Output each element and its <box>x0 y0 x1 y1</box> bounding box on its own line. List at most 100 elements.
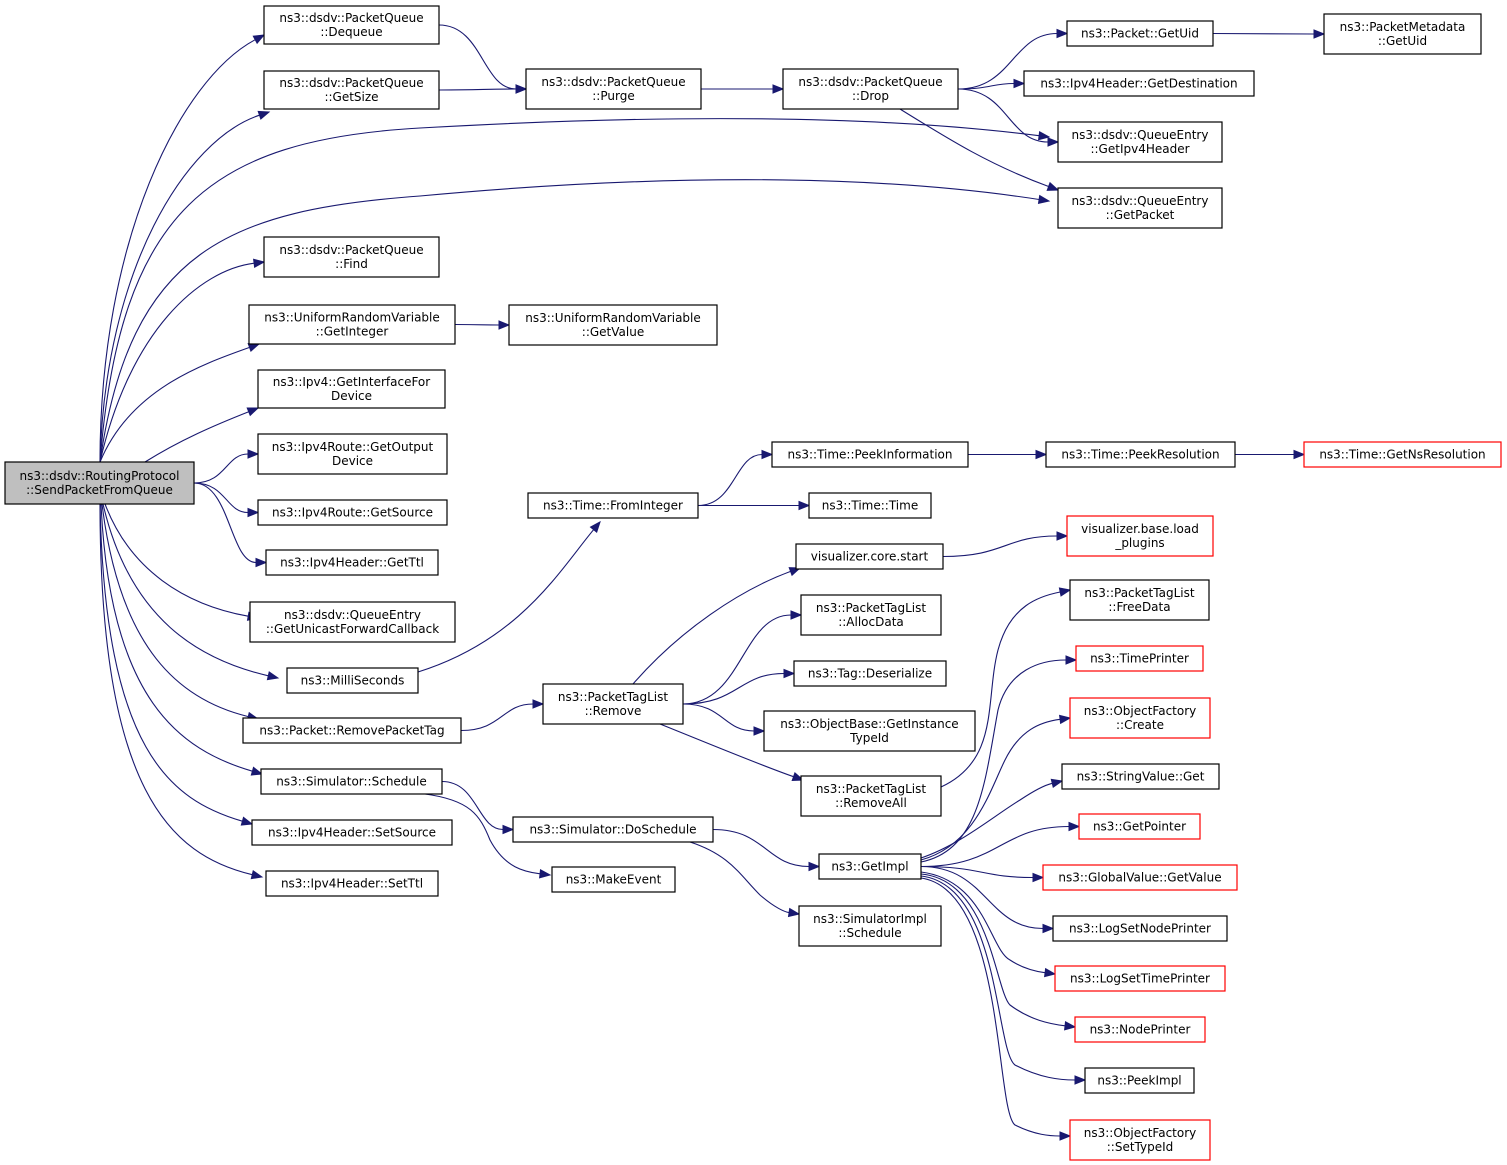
edge-drop-to-packet_getuid <box>957 28 1069 90</box>
node-metadata-getuid[interactable]: ns3::PacketMetadata::GetUid <box>1323 13 1482 55</box>
arrow-head-icon <box>1059 714 1072 725</box>
arrow-head-icon <box>253 258 266 268</box>
node-removeall[interactable]: ns3::PacketTagList::RemoveAll <box>800 775 942 817</box>
node-schedule[interactable]: ns3::Simulator::Schedule <box>260 768 443 795</box>
node-deserialize[interactable]: ns3::Tag::Deserialize <box>793 660 947 687</box>
edge-root-to-getipv4header <box>99 118 1051 463</box>
node-milliseconds[interactable]: ns3::MilliSeconds <box>286 667 419 694</box>
node-peekimpl[interactable]: ns3::PeekImpl <box>1084 1067 1195 1094</box>
edge-getimpl-to-stringvalue_get <box>920 778 1064 859</box>
node-getnsresolution[interactable]: ns3::Time::GetNsResolution <box>1303 441 1502 468</box>
edge-line <box>193 482 249 514</box>
node-label-line: ns3::GetImpl <box>831 860 908 874</box>
edge-getsize-to-purge <box>438 84 528 94</box>
node-simimpl-schedule[interactable]: ns3::SimulatorImpl::Schedule <box>798 905 942 947</box>
node-factory-create[interactable]: ns3::ObjectFactory::Create <box>1069 697 1211 739</box>
node-time[interactable]: ns3::Time::Time <box>808 492 932 519</box>
node-box <box>1303 441 1502 468</box>
node-peekinformation[interactable]: ns3::Time::PeekInformation <box>771 441 969 468</box>
edge-getimpl-to-settypeid <box>920 877 1072 1141</box>
edge-packet_getuid-to-metadata_getuid <box>1212 29 1326 39</box>
node-setsource[interactable]: ns3::Ipv4Header::SetSource <box>251 819 453 846</box>
node-label-line: ns3::GetPointer <box>1093 820 1186 834</box>
node-box <box>1069 697 1211 739</box>
arrow-head-icon <box>1056 531 1069 541</box>
node-box <box>1074 1016 1206 1043</box>
edge-line <box>920 718 1061 861</box>
node-find[interactable]: ns3::dsdv::PacketQueue::Find <box>263 236 440 278</box>
arrow-head-icon <box>257 110 271 120</box>
node-logsettimeprinter[interactable]: ns3::LogSetTimePrinter <box>1054 965 1226 992</box>
node-timeprinter[interactable]: ns3::TimePrinter <box>1075 645 1204 672</box>
arrow-head-icon <box>250 766 264 776</box>
node-getvalue-urv[interactable]: ns3::UniformRandomVariable::GetValue <box>508 304 718 346</box>
node-globalvalue-getvalue[interactable]: ns3::GlobalValue::GetValue <box>1042 864 1238 891</box>
node-getpointer[interactable]: ns3::GetPointer <box>1078 813 1201 840</box>
node-getinteger[interactable]: ns3::UniformRandomVariable::GetInteger <box>248 304 456 345</box>
node-dequeue[interactable]: ns3::dsdv::PacketQueue::Dequeue <box>263 5 440 45</box>
node-freedata[interactable]: ns3::PacketTagList::FreeData <box>1069 579 1210 621</box>
node-ptl-remove[interactable]: ns3::PacketTagList::Remove <box>542 683 684 725</box>
node-getsource[interactable]: ns3::Ipv4Route::GetSource <box>257 499 448 526</box>
node-box <box>1069 1119 1211 1161</box>
node-getttl[interactable]: ns3::Ipv4Header::GetTtl <box>265 549 439 576</box>
node-loadplugins[interactable]: visualizer.base.load_plugins <box>1066 515 1214 557</box>
edge-line <box>438 88 517 91</box>
arrow-head-icon <box>1037 194 1051 205</box>
node-makeevent[interactable]: ns3::MakeEvent <box>551 866 676 893</box>
arrow-head-icon <box>783 668 796 679</box>
node-label-line: ::FreeData <box>1108 600 1170 614</box>
node-peekresolution[interactable]: ns3::Time::PeekResolution <box>1045 441 1236 468</box>
node-root[interactable]: ns3::dsdv::RoutingProtocol::SendPacketFr… <box>4 461 195 505</box>
edge-line <box>438 24 517 90</box>
node-stringvalue-get[interactable]: ns3::StringValue::Get <box>1061 763 1220 790</box>
node-getunicastforwardcallback[interactable]: ns3::dsdv::QueueEntry::GetUnicastForward… <box>249 601 456 643</box>
node-packet-getuid[interactable]: ns3::Packet::GetUid <box>1066 20 1214 47</box>
edge-drop-to-getpacket <box>899 108 1060 191</box>
node-getdestination[interactable]: ns3::Ipv4Header::GetDestination <box>1023 70 1255 97</box>
arrow-head-icon <box>1313 29 1326 39</box>
node-box <box>1054 965 1226 992</box>
node-frominteger[interactable]: ns3::Time::FromInteger <box>527 492 699 519</box>
arrow-head-icon <box>498 320 511 330</box>
node-purge[interactable]: ns3::dsdv::PacketQueue::Purge <box>525 68 702 110</box>
node-label-line: Device <box>332 454 373 468</box>
node-drop[interactable]: ns3::dsdv::PacketQueue::Drop <box>782 68 959 110</box>
node-removepackettag[interactable]: ns3::Packet::RemovePacketTag <box>242 717 462 744</box>
node-label-line: ::SendPacketFromQueue <box>26 483 173 497</box>
node-setttl[interactable]: ns3::Ipv4Header::SetTtl <box>265 870 439 897</box>
node-label-line: ns3::GlobalValue::GetValue <box>1058 871 1221 885</box>
edge-milliseconds-to-frominteger <box>417 520 601 673</box>
node-label-line: ns3::PacketMetadata <box>1340 20 1466 34</box>
node-getpacket[interactable]: ns3::dsdv::QueueEntry::GetPacket <box>1057 187 1223 229</box>
node-settypeid[interactable]: ns3::ObjectFactory::SetTypeId <box>1069 1119 1211 1161</box>
arrow-head-icon <box>1047 137 1060 147</box>
node-box <box>793 660 947 687</box>
arrow-head-icon <box>247 507 260 518</box>
edge-line <box>682 672 785 705</box>
arrow-head-icon <box>772 84 785 94</box>
node-getimpl[interactable]: ns3::GetImpl <box>818 853 922 880</box>
node-nodeprinter[interactable]: ns3::NodePrinter <box>1074 1016 1206 1043</box>
node-corestart[interactable]: visualizer.core.start <box>795 543 944 570</box>
node-label-line: ns3::Ipv4Header::SetSource <box>268 826 436 840</box>
edge-line <box>460 703 534 732</box>
node-allocdata[interactable]: ns3::PacketTagList::AllocData <box>800 594 942 636</box>
arrow-head-icon <box>1068 821 1081 832</box>
node-getipv4header[interactable]: ns3::dsdv::QueueEntry::GetIpv4Header <box>1057 121 1223 163</box>
edge-line <box>697 453 763 507</box>
node-getsize[interactable]: ns3::dsdv::PacketQueue::GetSize <box>263 70 440 110</box>
edge-purge-to-drop <box>701 84 785 94</box>
node-doschedule[interactable]: ns3::Simulator::DoSchedule <box>512 816 714 843</box>
node-label-line: ::AllocData <box>838 615 904 629</box>
node-label-line: ns3::ObjectFactory <box>1084 704 1197 718</box>
node-box <box>551 866 676 893</box>
node-logsetnodeprinter[interactable]: ns3::LogSetNodePrinter <box>1052 915 1228 942</box>
edge-line <box>144 411 249 463</box>
arrow-head-icon <box>502 824 515 835</box>
arrow-head-icon <box>515 84 528 94</box>
